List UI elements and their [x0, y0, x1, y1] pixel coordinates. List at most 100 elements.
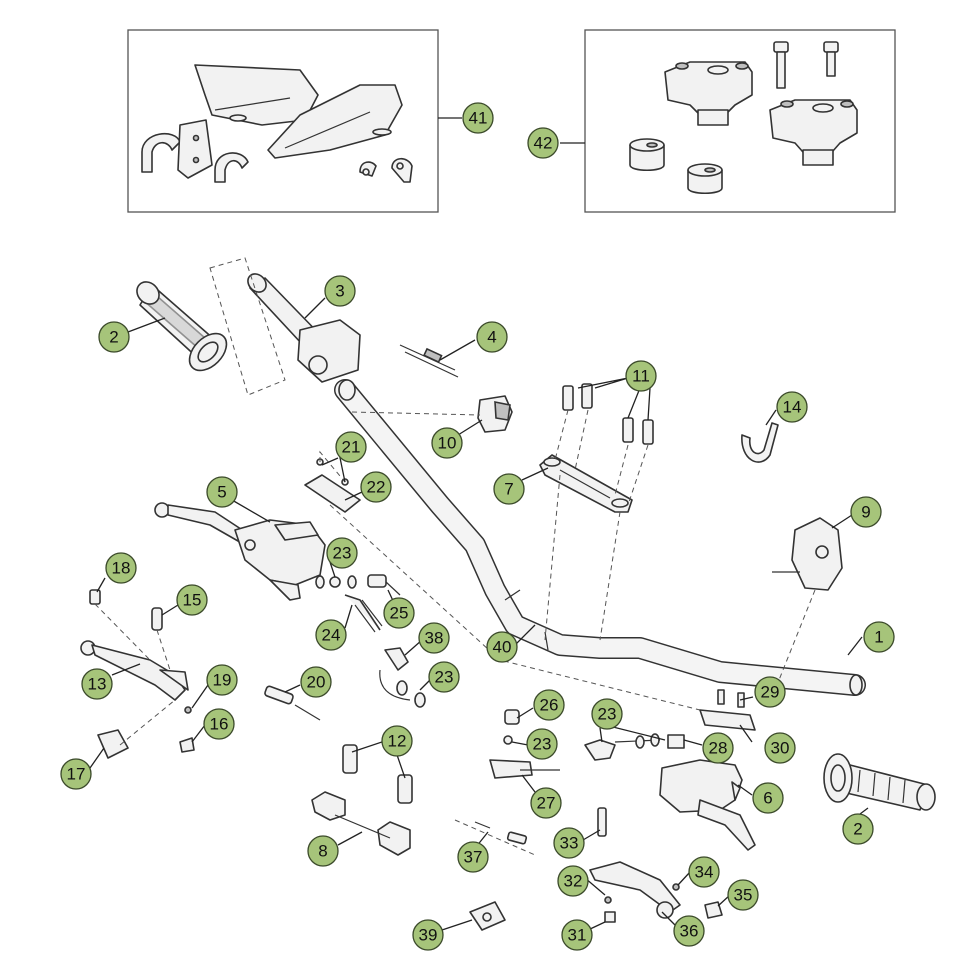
svg-text:19: 19	[213, 671, 232, 690]
svg-text:21: 21	[342, 438, 361, 457]
svg-text:37: 37	[464, 848, 483, 867]
callout-1: 1	[863, 621, 895, 653]
callout-27: 27	[530, 787, 562, 819]
svg-text:36: 36	[680, 922, 699, 941]
callout-29: 29	[754, 676, 786, 708]
svg-text:5: 5	[217, 483, 226, 502]
kill-switch	[477, 395, 513, 433]
callout-39: 39	[412, 919, 444, 951]
clutch-pushrod-kit	[264, 685, 321, 721]
callout-25: 25	[383, 597, 415, 629]
callout-4: 4	[476, 321, 508, 353]
callout-24: 24	[315, 619, 347, 651]
right-grip	[823, 753, 936, 811]
svg-text:33: 33	[560, 834, 579, 853]
brake-lever	[589, 807, 723, 923]
callout-6: 6	[752, 782, 784, 814]
callout-23-a: 23	[326, 537, 358, 569]
callout-12: 12	[381, 725, 413, 757]
callout-30: 30	[764, 732, 796, 764]
callout-21: 21	[335, 431, 367, 463]
svg-text:14: 14	[783, 398, 802, 417]
svg-text:23: 23	[435, 668, 454, 687]
callout-23-b: 23	[428, 661, 460, 693]
riser-kit-box	[584, 29, 896, 213]
callout-20: 20	[300, 666, 332, 698]
svg-text:30: 30	[771, 739, 790, 758]
svg-text:34: 34	[695, 863, 714, 882]
svg-text:39: 39	[419, 926, 438, 945]
svg-text:12: 12	[388, 732, 407, 751]
callout-5: 5	[206, 476, 238, 508]
handguard-kit-box	[127, 29, 439, 213]
svg-text:1: 1	[874, 628, 883, 647]
svg-text:28: 28	[709, 739, 728, 758]
svg-text:23: 23	[533, 735, 552, 754]
callout-28: 28	[702, 732, 734, 764]
svg-text:41: 41	[469, 109, 488, 128]
start-switch	[772, 517, 843, 591]
callout-8: 8	[307, 835, 339, 867]
handlebar	[334, 379, 866, 696]
svg-text:11: 11	[632, 367, 650, 386]
callout-26: 26	[533, 689, 565, 721]
clutch-lever	[80, 640, 189, 701]
callout-17: 17	[60, 758, 92, 790]
svg-text:27: 27	[537, 794, 556, 813]
svg-text:22: 22	[367, 478, 386, 497]
svg-text:13: 13	[88, 675, 107, 694]
svg-text:7: 7	[504, 480, 513, 499]
callout-9: 9	[850, 496, 882, 528]
svg-text:31: 31	[568, 926, 587, 945]
svg-text:26: 26	[540, 696, 559, 715]
left-grip	[136, 281, 228, 372]
callout-2-left: 2	[98, 321, 130, 353]
callout-2-right: 2	[842, 813, 874, 845]
handlebar-pad	[699, 689, 756, 731]
leader-lines	[89, 117, 869, 931]
callout-36: 36	[673, 915, 705, 947]
callout-23-c: 23	[526, 728, 558, 760]
svg-text:3: 3	[335, 282, 344, 301]
svg-text:6: 6	[763, 789, 772, 808]
callout-34: 34	[688, 856, 720, 888]
svg-text:10: 10	[438, 434, 457, 453]
svg-text:18: 18	[112, 559, 131, 578]
svg-text:42: 42	[534, 134, 553, 153]
lever-cover	[469, 901, 506, 931]
svg-text:16: 16	[210, 715, 229, 734]
clamp-bolts	[562, 383, 654, 445]
brake-master-cylinder	[659, 759, 756, 851]
callout-18: 18	[105, 552, 137, 584]
callout-14: 14	[776, 391, 808, 423]
callout-19: 19	[206, 664, 238, 696]
banjo-washers-left	[315, 575, 357, 589]
svg-text:15: 15	[183, 591, 202, 610]
callout-38: 38	[418, 622, 450, 654]
callout-33: 33	[553, 827, 585, 859]
svg-text:24: 24	[322, 626, 341, 645]
svg-text:2: 2	[853, 820, 862, 839]
small-hardware-left	[89, 589, 195, 759]
throttle-cable-connector	[399, 344, 459, 378]
svg-text:17: 17	[67, 765, 86, 784]
callout-31: 31	[561, 919, 593, 951]
clutch-master-cylinder	[154, 502, 326, 601]
brake-fittings	[489, 709, 685, 779]
svg-text:20: 20	[307, 673, 326, 692]
callout-37: 37	[457, 841, 489, 873]
brake-pushrod-kit	[454, 819, 536, 856]
callout-7: 7	[493, 473, 525, 505]
callout-42: 42	[527, 127, 559, 159]
cable-strap	[741, 422, 779, 463]
svg-text:35: 35	[734, 886, 753, 905]
callout-3: 3	[324, 275, 356, 307]
clutch-hose	[344, 594, 383, 633]
callout-10: 10	[431, 427, 463, 459]
svg-text:4: 4	[487, 328, 496, 347]
handlebar-lower-clamp	[311, 791, 411, 856]
callout-32: 32	[557, 865, 589, 897]
svg-text:32: 32	[564, 872, 583, 891]
svg-text:40: 40	[493, 638, 512, 657]
callout-11: 11	[625, 360, 657, 392]
